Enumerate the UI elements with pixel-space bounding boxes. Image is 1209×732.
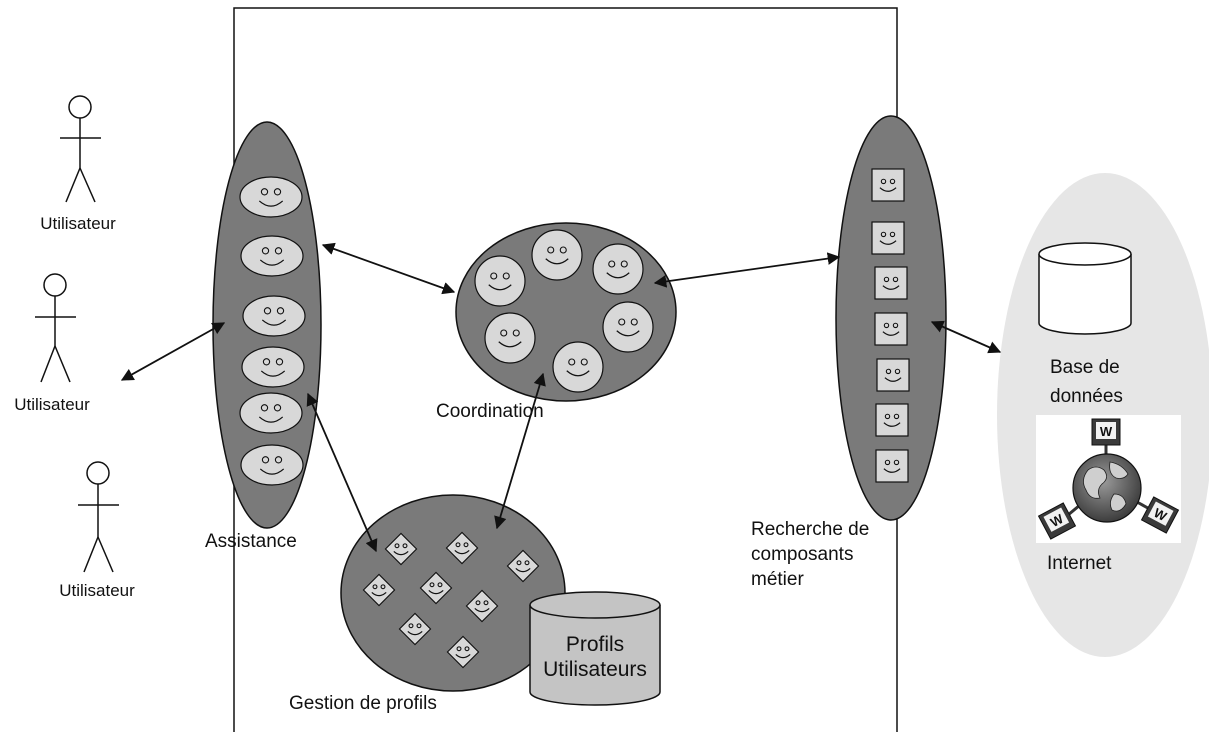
smiley-diamond-icon <box>384 532 418 566</box>
smiley-diamond-icon <box>506 549 540 583</box>
search-group: Recherche de composants métier <box>751 115 947 590</box>
profiles-db-label-line1: Profils <box>566 633 624 656</box>
smiley-diamond-icon <box>465 589 499 623</box>
arrow-assistance-coordination <box>321 242 456 295</box>
profiles-db-label-line2: Utilisateurs <box>543 658 647 681</box>
smiley-square-icon <box>874 266 908 300</box>
smiley-circle-icon <box>552 341 604 393</box>
database-cylinder-icon <box>529 591 661 706</box>
database: Base de données <box>1038 242 1132 407</box>
smiley-square-icon <box>874 312 908 346</box>
profiles-database: Profils Utilisateurs <box>529 591 661 706</box>
search-label-line2: composants <box>751 544 853 565</box>
smiley-circle-icon <box>592 243 644 295</box>
assistance-label: Assistance <box>205 531 297 552</box>
stick-figure-icon <box>35 273 76 383</box>
smiley-circle-icon <box>531 229 583 281</box>
smiley-circle-icon <box>602 301 654 353</box>
profiles-label: Gestion de profils <box>289 693 437 714</box>
actor-top: Utilisateur <box>40 95 116 233</box>
arrow-users-assistance <box>120 322 226 381</box>
smiley-oval-icon <box>240 235 304 277</box>
arrow-coordination-profiles <box>494 372 546 530</box>
smiley-square-icon <box>871 221 905 255</box>
profiles-group: Gestion de profils <box>289 494 566 714</box>
smiley-diamond-icon <box>398 612 432 646</box>
globe-network-icon: W W W <box>1037 418 1180 540</box>
stick-figure-icon <box>78 461 119 573</box>
smiley-square-icon <box>871 168 905 202</box>
assistance-group: Assistance <box>205 121 322 552</box>
database-label-line2: données <box>1050 386 1123 407</box>
smiley-circle-icon <box>484 312 536 364</box>
stick-figure-icon <box>60 95 101 203</box>
smiley-oval-icon <box>239 176 303 218</box>
smiley-oval-icon <box>239 392 303 434</box>
actor-bottom: Utilisateur <box>59 461 135 600</box>
smiley-oval-icon <box>240 444 304 486</box>
search-label-line1: Recherche de <box>751 519 869 540</box>
smiley-diamond-icon <box>446 635 480 669</box>
internet-node-right: W <box>1140 496 1180 534</box>
smiley-diamond-icon <box>445 531 479 565</box>
database-cylinder-icon <box>1038 242 1132 335</box>
database-label-line1: Base de <box>1050 357 1120 378</box>
node-letter: W <box>1100 424 1113 439</box>
internet-node-left: W <box>1037 502 1077 540</box>
arrow-coordination-search <box>653 252 841 288</box>
actor-label: Utilisateur <box>14 395 90 414</box>
actor-middle: Utilisateur <box>14 273 90 414</box>
smiley-oval-icon <box>241 346 305 388</box>
internet: W W W Internet <box>1036 415 1181 574</box>
arrow-search-external <box>930 320 1002 354</box>
connections <box>120 242 1002 553</box>
smiley-circle-icon <box>474 255 526 307</box>
smiley-square-icon <box>875 403 909 437</box>
smiley-diamond-icon <box>419 571 453 605</box>
coordination-label: Coordination <box>436 401 544 422</box>
smiley-oval-icon <box>242 295 306 337</box>
internet-node-top: W <box>1091 418 1121 446</box>
internet-label: Internet <box>1047 553 1112 574</box>
actor-label: Utilisateur <box>40 214 116 233</box>
arrow-assistance-profiles <box>306 392 378 553</box>
smiley-square-icon <box>875 449 909 483</box>
smiley-diamond-icon <box>362 573 396 607</box>
smiley-square-icon <box>876 358 910 392</box>
coordination-group: Coordination <box>436 222 677 422</box>
actor-label: Utilisateur <box>59 581 135 600</box>
search-label-line3: métier <box>751 569 804 590</box>
